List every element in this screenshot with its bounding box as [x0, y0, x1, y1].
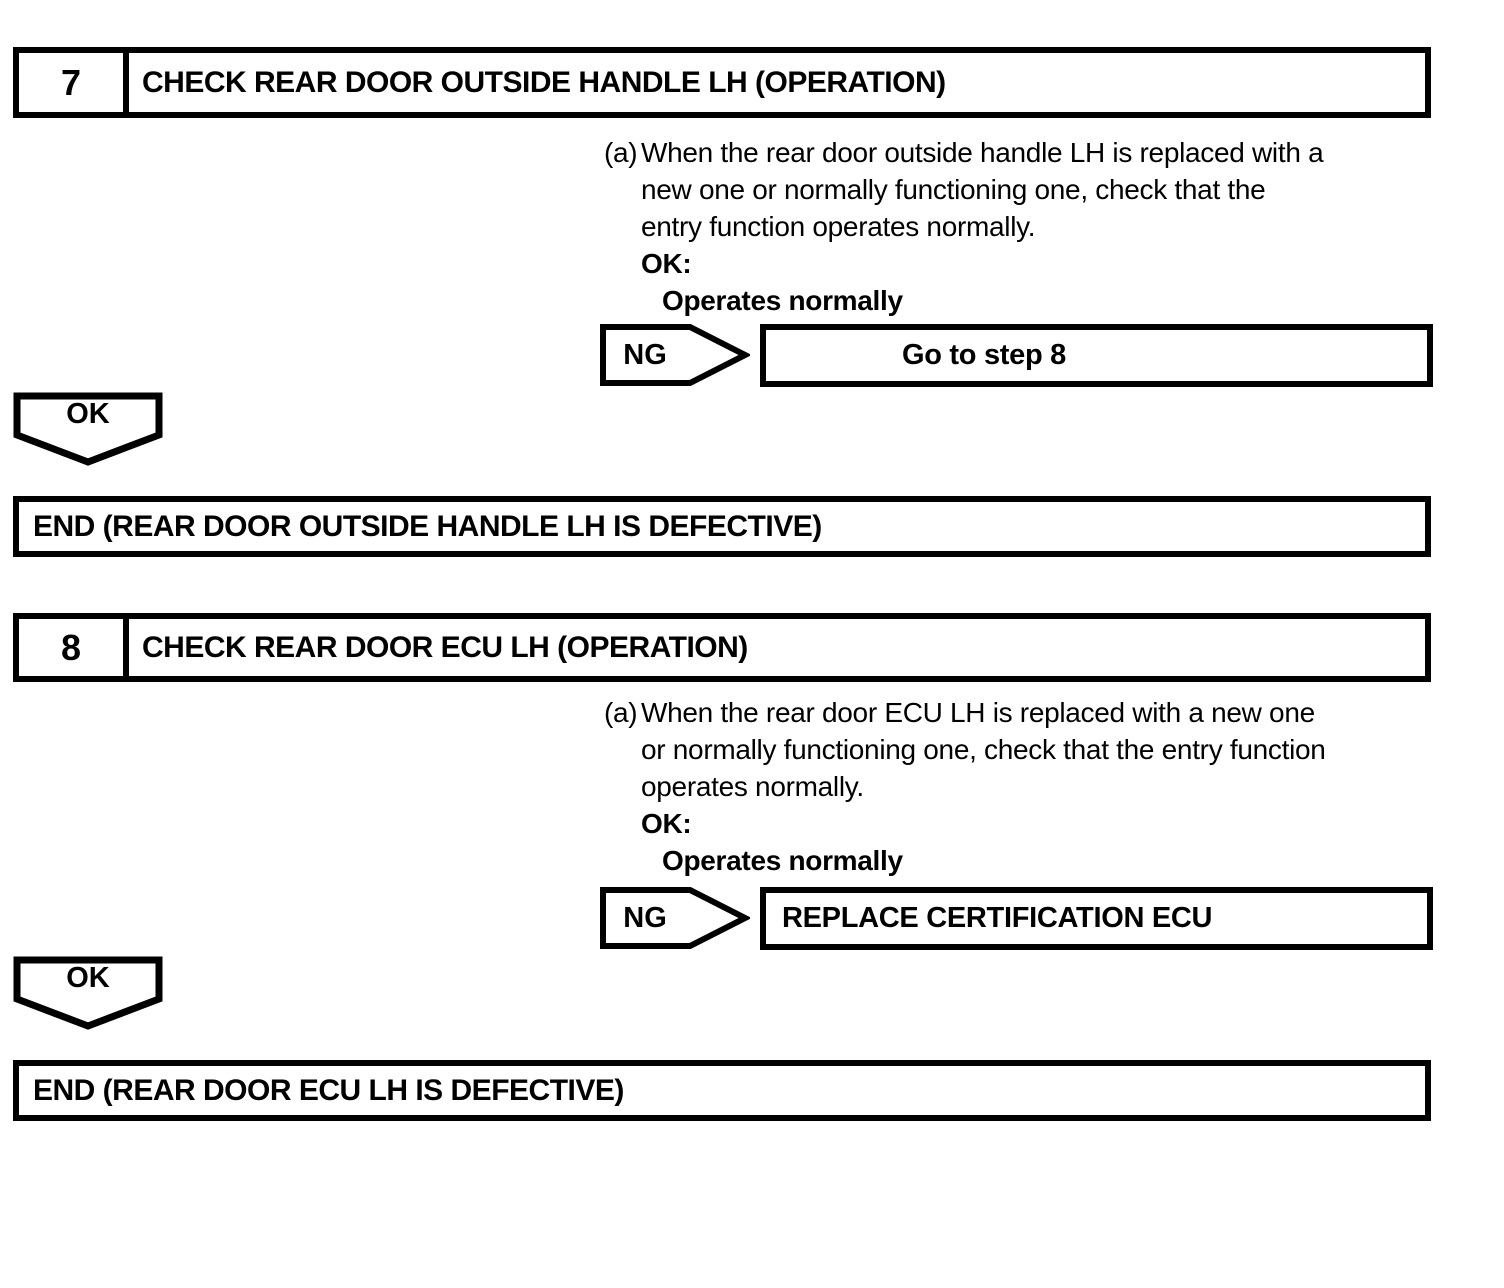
- ng-result-label: REPLACE CERTIFICATION ECU: [782, 902, 1213, 934]
- instruction-marker: (a): [604, 697, 638, 728]
- instruction-line: operates normally.: [641, 771, 864, 802]
- step7-header: 7 CHECK REAR DOOR OUTSIDE HANDLE LH (OPE…: [13, 47, 1431, 118]
- end-label: END (REAR DOOR OUTSIDE HANDLE LH IS DEFE…: [33, 509, 822, 543]
- ng-connector: NG: [600, 887, 690, 949]
- step8-number: 8: [19, 619, 129, 676]
- instruction-line: new one or normally functioning one, che…: [641, 174, 1266, 205]
- end-label: END (REAR DOOR ECU LH IS DEFECTIVE): [33, 1073, 624, 1107]
- ok-label: OK: [66, 961, 110, 994]
- step8-instruction: (a) When the rear door ECU LH is replace…: [604, 694, 1326, 879]
- ok-arrow-shape: [13, 392, 163, 466]
- ok-criteria-label: OK:: [641, 248, 692, 279]
- step7-end-box: END (REAR DOOR OUTSIDE HANDLE LH IS DEFE…: [13, 496, 1431, 557]
- ok-label: OK: [66, 397, 110, 430]
- instruction-line: or normally functioning one, check that …: [641, 734, 1326, 765]
- ok-arrow-shape: [13, 956, 163, 1030]
- step7-ng-result-box: Go to step 8: [760, 324, 1433, 387]
- ok-criteria-label: OK:: [641, 808, 692, 839]
- ng-result-label: Go to step 8: [902, 339, 1066, 371]
- ng-arrow-shape: [600, 324, 750, 386]
- instruction-line: When the rear door outside handle LH is …: [641, 137, 1324, 168]
- instruction-line: When the rear door ECU LH is replaced wi…: [641, 697, 1315, 728]
- step8-ng-result-box: REPLACE CERTIFICATION ECU: [760, 887, 1433, 950]
- instruction-marker: (a): [604, 137, 638, 168]
- ng-arrow-shape: [600, 887, 750, 949]
- ok-criteria-value: Operates normally: [662, 845, 903, 876]
- ng-label: NG: [623, 338, 667, 371]
- step8-end-box: END (REAR DOOR ECU LH IS DEFECTIVE): [13, 1060, 1431, 1121]
- ng-label: NG: [623, 901, 667, 934]
- step7-instruction: (a) When the rear door outside handle LH…: [604, 134, 1324, 319]
- ng-connector: NG: [600, 324, 690, 386]
- ok-connector: OK: [13, 956, 163, 1000]
- step8-title: CHECK REAR DOOR ECU LH (OPERATION): [142, 630, 748, 664]
- step8-header: 8 CHECK REAR DOOR ECU LH (OPERATION): [13, 613, 1431, 682]
- instruction-line: entry function operates normally.: [641, 211, 1036, 242]
- ok-connector: OK: [13, 392, 163, 436]
- step7-title: CHECK REAR DOOR OUTSIDE HANDLE LH (OPERA…: [142, 65, 946, 99]
- step7-number: 7: [19, 53, 129, 112]
- ok-criteria-value: Operates normally: [662, 285, 903, 316]
